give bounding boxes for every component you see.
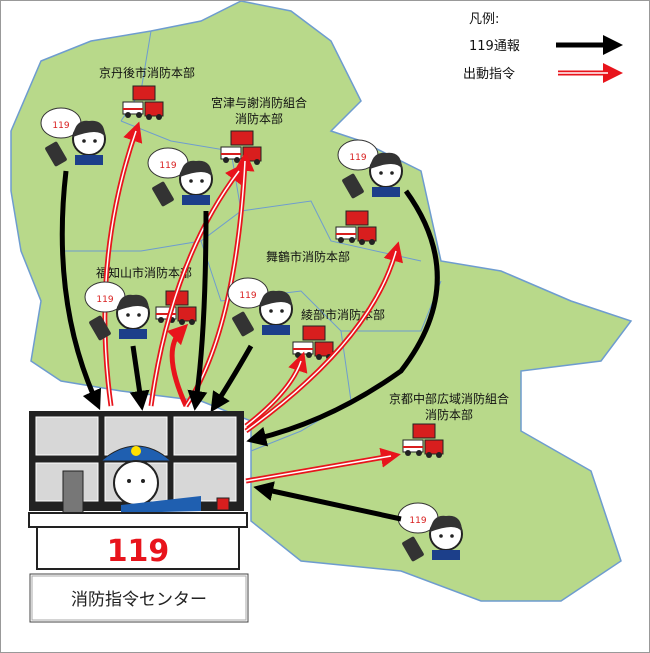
desk bbox=[36, 526, 240, 570]
dept-label: 綾部市消防本部 bbox=[301, 307, 385, 322]
caller: 119 bbox=[40, 107, 106, 169]
center-label: 消防指令センター bbox=[71, 590, 207, 610]
svg-text:119: 119 bbox=[239, 291, 256, 301]
svg-text:119: 119 bbox=[52, 121, 69, 131]
dept-label: 福知山市消防本部 bbox=[96, 265, 192, 280]
caller: 119 bbox=[84, 281, 150, 343]
legend-title: 凡例: bbox=[469, 12, 499, 27]
dept-label: 舞鶴市消防本部 bbox=[266, 249, 350, 264]
radio-icon bbox=[62, 470, 84, 514]
officer-face bbox=[113, 460, 159, 506]
alarm-light-icon bbox=[216, 497, 230, 511]
svg-text:119: 119 bbox=[349, 153, 366, 163]
dept-label: 京都中部広域消防組合 bbox=[389, 391, 509, 406]
caller: 119 bbox=[227, 277, 293, 339]
desk-119-number: 119 bbox=[107, 534, 170, 569]
dept-label: 宮津与謝消防組合 bbox=[211, 95, 307, 110]
call-arrows bbox=[59, 170, 440, 522]
caller: 119 bbox=[337, 139, 403, 201]
legend-label-dispatch: 出動指令 bbox=[463, 67, 515, 82]
caller: 119 bbox=[147, 147, 213, 209]
dept-label: 消防本部 bbox=[425, 407, 473, 422]
caller: 119 bbox=[397, 502, 463, 564]
svg-text:119: 119 bbox=[159, 161, 176, 171]
dispatch-center: 119 消防指令センター bbox=[28, 411, 249, 623]
dept-label: 消防本部 bbox=[235, 111, 283, 126]
svg-text:119: 119 bbox=[96, 295, 113, 305]
svg-text:119: 119 bbox=[409, 516, 426, 526]
legend-box bbox=[426, 1, 649, 86]
legend-label-119-call: 119通報 bbox=[469, 39, 520, 54]
dept-label: 京丹後市消防本部 bbox=[99, 65, 195, 80]
